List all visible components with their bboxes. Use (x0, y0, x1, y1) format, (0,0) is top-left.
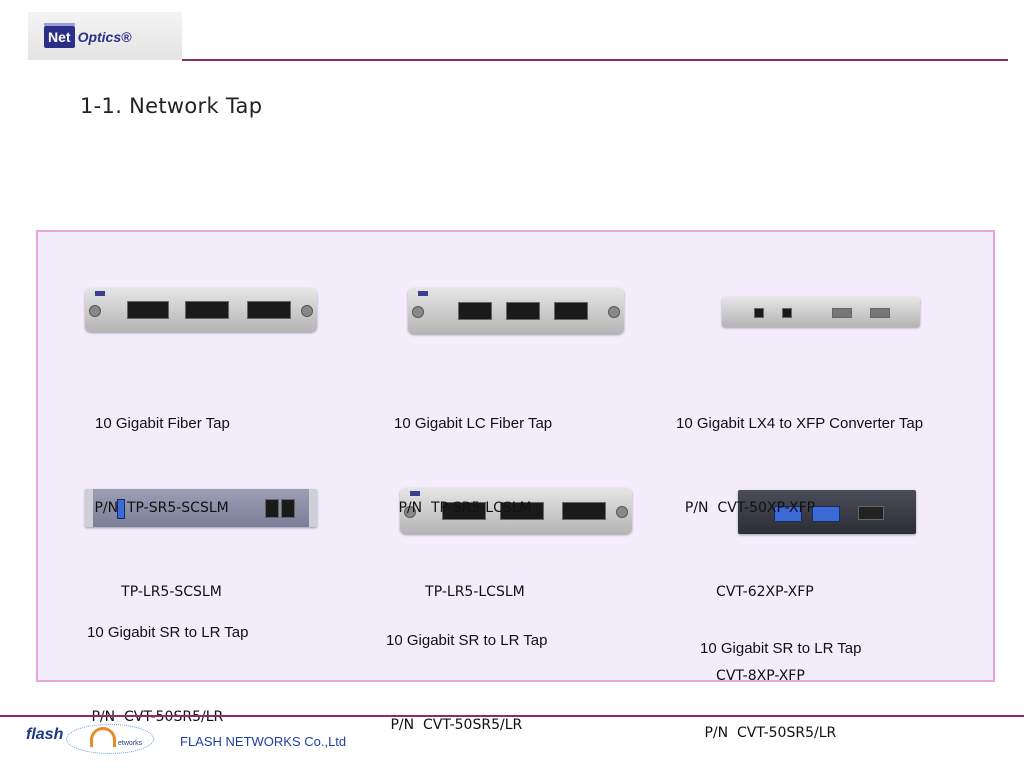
sr-lr-tap-box-image (738, 490, 916, 534)
product-part-number: TP-LR5-SCSLM (90, 584, 222, 600)
footer-divider (0, 715, 1024, 717)
flash-networks-logo: flash etworks (26, 724, 160, 754)
product-xfp-converter-tap-info: 10 Gigabit LX4 to XFP Converter Tap P/N … (676, 354, 923, 718)
product-sr-lr-tap-info-3: 10 Gigabit SR to LR Tap P/N CVT-50SR5/LR (700, 579, 861, 775)
page-title: 1-1. Network Tap (80, 94, 263, 118)
product-part-number: P/N CVT-50SR5/LR (386, 717, 523, 733)
product-sr-lr-tap-info-2: 10 Gigabit SR to LR Tap P/N CVT-50SR5/LR (386, 571, 547, 767)
product-part-number: P/N CVT-50SR5/LR (700, 725, 837, 741)
product-part-number: CVT-62XP-XFP (676, 584, 814, 600)
product-part-number: P/N CVT-50XP-XFP (676, 500, 816, 516)
xfp-converter-tap-image (722, 297, 920, 327)
product-part-number: P/N CVT-50SR5/LR (87, 709, 224, 725)
product-name: 10 Gigabit SR to LR Tap (700, 640, 862, 657)
product-name: 10 Gigabit LC Fiber Tap (394, 415, 553, 432)
lc-fiber-tap-image (408, 288, 624, 334)
sr-lr-tap-module-image (400, 488, 632, 534)
product-part-number: P/N TP-SR5-SCSLM (90, 500, 229, 516)
netoptics-logo: Net Optics® (28, 12, 182, 60)
logo-networks-text: etworks (118, 740, 143, 747)
product-part-number: CVT-8XP-XFP (676, 668, 805, 684)
logo-flash-text: flash (26, 726, 64, 743)
logo-net-text: Net (44, 23, 75, 48)
fiber-tap-image (85, 288, 317, 332)
product-part-number: P/N TP-SR5-LCSLM (394, 500, 532, 516)
header-divider (182, 59, 1008, 61)
product-name: 10 Gigabit SR to LR Tap (87, 624, 249, 641)
product-part-number: TP-LR5-LCSLM (394, 584, 525, 600)
footer-company-name: FLASH NETWORKS Co.,Ltd (180, 734, 347, 749)
product-fiber-tap-info: 10 Gigabit Fiber Tap P/N TP-SR5-SCSLM TP… (94, 354, 230, 634)
product-sr-lr-tap-info-1: 10 Gigabit SR to LR Tap P/N CVT-50SR5/LR (87, 563, 248, 759)
product-name: 10 Gigabit LX4 to XFP Converter Tap (676, 415, 924, 432)
sr-lr-tap-rack-image (85, 489, 317, 527)
product-lc-fiber-tap-info: 10 Gigabit LC Fiber Tap P/N TP-SR5-LCSLM… (394, 354, 552, 634)
logo-optics-text: Optics® (77, 29, 132, 45)
product-name: 10 Gigabit SR to LR Tap (386, 632, 548, 649)
product-name: 10 Gigabit Fiber Tap (95, 415, 230, 432)
